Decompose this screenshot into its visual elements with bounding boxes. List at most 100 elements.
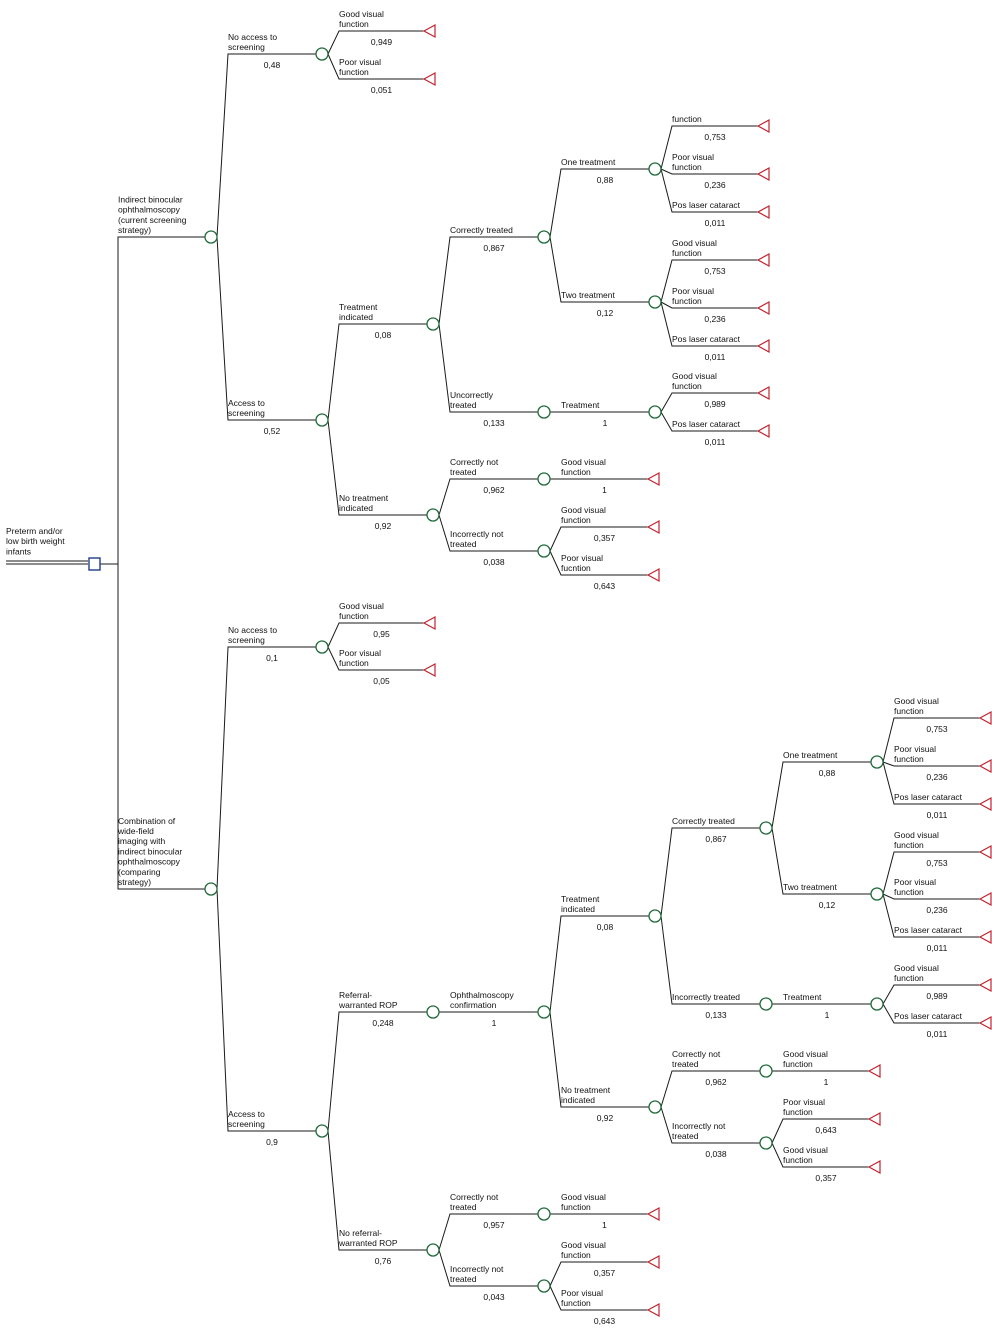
branch-probability: 0,08 xyxy=(597,922,614,932)
branch-probability: 0,48 xyxy=(264,60,281,70)
branch-label-line: Poor visual xyxy=(894,744,936,754)
branch-label-line: indicated xyxy=(339,312,373,322)
branch-label-line: No treatment xyxy=(339,493,389,503)
branch-probability: 0,962 xyxy=(483,485,505,495)
branch-edge xyxy=(216,646,316,890)
chance-node-icon xyxy=(426,508,440,522)
branch-label-line: treated xyxy=(672,1131,699,1141)
branch-label-line: screening xyxy=(228,635,265,645)
branch-label-line: function xyxy=(783,1059,813,1069)
branch-label: Treatment xyxy=(561,400,600,410)
branch-probability: 0,357 xyxy=(594,1268,616,1278)
terminal-node-icon xyxy=(756,423,770,439)
branch-edge xyxy=(660,915,760,1005)
terminal-node-icon xyxy=(978,758,992,774)
branch-label-line: No access to xyxy=(228,32,277,42)
branch-label-line: Pos laser cataract xyxy=(672,419,741,429)
branch-label: Two treatment xyxy=(783,882,837,892)
branch-probability: 0,236 xyxy=(704,180,726,190)
branch-edge xyxy=(327,622,424,648)
branch-label-line: Access to xyxy=(228,1109,265,1119)
branch-probability: 0,867 xyxy=(483,243,505,253)
branch-probability: 1 xyxy=(602,1220,607,1230)
branch-probability: 0,038 xyxy=(483,557,505,567)
terminal-node-icon xyxy=(978,977,992,993)
branch-probability: 0,133 xyxy=(705,1010,727,1020)
branch-label-line: Good visual xyxy=(894,830,939,840)
branch-label-line: Good visual xyxy=(672,238,717,248)
branch-label-line: function xyxy=(894,754,924,764)
branch-probability: 0,236 xyxy=(926,905,948,915)
branch-edge xyxy=(216,888,316,1132)
branch-label: Incorrectly treated xyxy=(672,992,740,1002)
branch-label-line: Ophthalmoscopy xyxy=(450,990,515,1000)
branch-probability: 0,011 xyxy=(927,1029,948,1039)
branch-label-line: Correctly not xyxy=(450,457,499,467)
branch-label-line: function xyxy=(672,114,702,124)
branch-label-line: Treatment xyxy=(783,992,822,1002)
branch-label-line: Poor visual xyxy=(672,286,714,296)
terminal-node-icon xyxy=(646,1302,660,1318)
branch-probability: 0,88 xyxy=(597,175,614,185)
branch-label-line: Good visual xyxy=(561,1192,606,1202)
branch-probability: 0,043 xyxy=(483,1292,505,1302)
branch-edge xyxy=(549,1285,648,1311)
branch-label-line: Good visual xyxy=(561,1240,606,1250)
branch-edge xyxy=(549,526,648,552)
branch-edge xyxy=(660,259,758,303)
chance-node-icon xyxy=(315,413,329,427)
branch-label: No referral-warranted ROP xyxy=(338,1228,398,1248)
branch-edge xyxy=(549,236,649,303)
branch-label-line: treated xyxy=(450,467,477,477)
branch-probability: 0,753 xyxy=(926,724,948,734)
chance-node-icon xyxy=(759,1064,773,1078)
terminal-node-icon xyxy=(978,929,992,945)
branch-label: Pos laser cataract xyxy=(894,792,963,802)
branch-probability: 0,011 xyxy=(927,810,948,820)
branch-label-line: function xyxy=(561,515,591,525)
branch-label-line: treated xyxy=(450,1202,477,1212)
branch-label-line: function xyxy=(783,1107,813,1117)
branch-label-line: Pos laser cataract xyxy=(672,334,741,344)
branch-edge xyxy=(660,168,758,213)
branch-probability: 0,12 xyxy=(819,900,836,910)
branch-probability: 0,92 xyxy=(375,521,392,531)
branch-edge xyxy=(660,1070,760,1108)
branch-label-line: function xyxy=(561,1298,591,1308)
branch-label-line: Combination of xyxy=(118,816,176,826)
branch-label-line: function xyxy=(672,296,702,306)
branch-label-line: No access to xyxy=(228,625,277,635)
branch-label: Pos laser cataract xyxy=(672,334,741,344)
terminal-node-icon xyxy=(646,1254,660,1270)
branch-edge xyxy=(327,30,424,55)
branch-label-line: (current screening xyxy=(118,215,187,225)
branch-label-line: One treatment xyxy=(783,750,838,760)
chance-node-icon xyxy=(537,1005,551,1019)
branch-edge xyxy=(438,478,538,516)
branch-edge xyxy=(216,236,316,421)
branch-probability: 0,08 xyxy=(375,330,392,340)
branch-edge xyxy=(549,1011,649,1108)
terminal-node-icon xyxy=(646,471,660,487)
branch-label: Two treatment xyxy=(561,290,615,300)
branch-label-line: indicated xyxy=(561,1095,595,1105)
branch-label-line: Pos laser cataract xyxy=(672,200,741,210)
branch-label-line: Good visual xyxy=(894,696,939,706)
branch-probability: 0,038 xyxy=(705,1149,727,1159)
branch-edge xyxy=(771,827,871,895)
